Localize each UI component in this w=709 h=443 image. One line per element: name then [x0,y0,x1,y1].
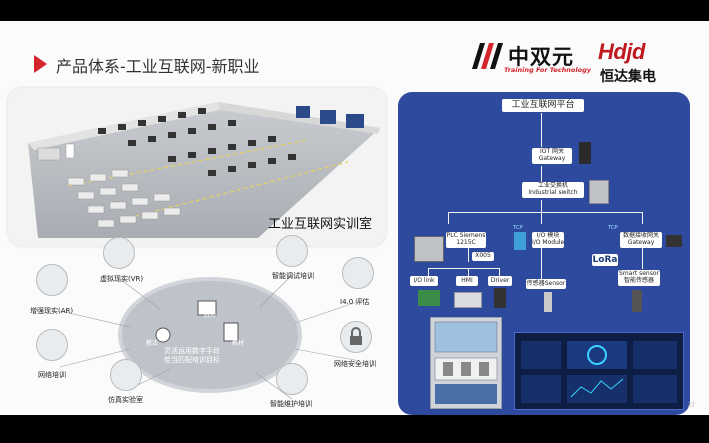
switch-en: Industrial switch [528,189,578,196]
page-number: 27 [687,402,695,409]
io-link-device-icon [418,290,440,306]
lora-badge: LoRa [592,254,618,266]
workstation-image-drawing [434,321,498,404]
wire [428,268,429,276]
wire [541,200,542,212]
node-ar: 增强现实(AR) [30,307,74,315]
data-gateway-box: 数据接收网关 Gateway [620,232,662,248]
node-smart-maint: 智能维护培训 [270,400,312,408]
switch-cn: 工业交换机 [537,182,568,189]
node-smart-debug: 智能调试培训 [272,272,314,280]
smart-sensor-box: Smart sensor 智能传感器 [618,270,660,286]
hub-label-material: 教材 [232,340,245,347]
switch-box: 工业交换机 Industrial switch [522,182,584,198]
plc-box: PLC Siemens 1215C [446,232,486,248]
zsy-logo-en: Training For Technology [504,66,591,74]
wire [642,242,643,269]
hdjd-logo-cn: 恒达集电 [600,69,656,85]
platform-title-box: 工业互联网平台 [502,99,584,112]
wire [448,212,449,224]
wire [642,212,643,224]
lab-caption: 工业互联网实训室 [267,217,372,232]
smart-maint-node-image [276,363,308,395]
wire [428,268,500,269]
wire [541,113,542,147]
bottom-black-bar [0,415,709,443]
tcp-label-1: TCP [513,225,523,231]
wire [499,268,500,276]
vr-node-image [103,237,135,269]
node-vr: 虚拟现实(VR) [100,275,144,283]
plc-line1: PLC Siemens [446,232,486,239]
hmi-device-icon [454,292,482,308]
zsy-logo-mark-icon [472,43,503,69]
sim-lab-node-image [110,359,142,391]
data-gateway-en: Gateway [627,239,655,246]
slide-title: 产品体系-工业互联网-新职业 [56,57,260,76]
wire [468,242,469,262]
platform-panel: 工业互联网平台 IOT 网关 Gateway 工业交换机 Industrial … [398,92,690,415]
node-i40: I4.0 评估 [340,298,370,306]
slide: 产品体系-工业互联网-新职业 中双元 Training For Technolo… [0,21,709,415]
io-module-device-icon [514,232,526,250]
hmi-box: HMI [456,276,478,286]
hub-center-line2: 恰当匹配培训目标 [164,356,220,364]
wire [448,212,642,213]
lock-icon [350,327,362,345]
node-security: 网络安全培训 [334,360,376,368]
hdjd-logo: Hdjd 恒达集电 [598,39,656,85]
dashboard-image [514,332,684,410]
wire [468,268,469,276]
data-gateway-cn: 数据接收网关 [622,232,659,239]
title-marker-icon [34,55,47,73]
io-module-box: I/O 模块 I/O Module [532,232,564,248]
sensor-device-icon [544,292,552,312]
hdjd-logo-en: Hdjd [598,39,645,64]
hub-center-line1: 灵活运用数字手段 [164,347,220,355]
lab-floorplan-image [8,88,386,246]
iot-gateway-cn: IOT 网关 [539,148,565,155]
io-link-box: I/O link [410,276,438,286]
zsy-logo-cn: 中双元 [508,45,574,69]
training-diagram [59,274,361,400]
sensor-box: 传感器Sensor [526,279,566,289]
plc-device-icon [414,236,444,262]
plc-line2: 1215C [456,239,476,246]
wire [541,242,542,279]
smart-sensor-device-icon [632,290,642,312]
top-black-bar [0,0,709,21]
network-node-image [36,329,68,361]
node-network: 网络培训 [38,371,66,379]
dashboard-image-drawing [521,341,677,403]
smart-sensor-en: Smart sensor [619,270,659,277]
lab-rendering: 工业互联网实训室 [8,88,386,246]
node-sim-lab: 仿真实验室 [108,396,143,404]
smart-debug-node-image [276,235,308,267]
x005-box: X005 [472,252,494,261]
tcp-label-2: TCP [608,225,618,231]
hub-center-text: 灵活运用数字手段 恰当匹配培训目标 [164,347,220,365]
gateway-device-icon [579,142,591,164]
workstation-image [430,317,502,409]
ar-node-image [36,264,68,296]
driver-box: Driver [488,276,512,286]
wire [541,212,542,224]
switch-device-icon [589,180,609,204]
smart-sensor-cn: 智能传感器 [623,277,654,284]
antenna-device-icon [666,235,682,247]
i40-node-image [342,257,374,289]
io-module-en: I/O Module [532,239,565,246]
io-module-cn: I/O 模块 [536,232,560,239]
security-node-image [340,321,372,353]
driver-device-icon [494,288,506,308]
wire [541,166,542,182]
hub-label-method: 教法 [146,340,159,347]
hub-label-teacher: 教师 [204,312,217,319]
iot-gateway-en: Gateway [538,155,566,162]
iot-gateway-box: IOT 网关 Gateway [532,148,572,164]
